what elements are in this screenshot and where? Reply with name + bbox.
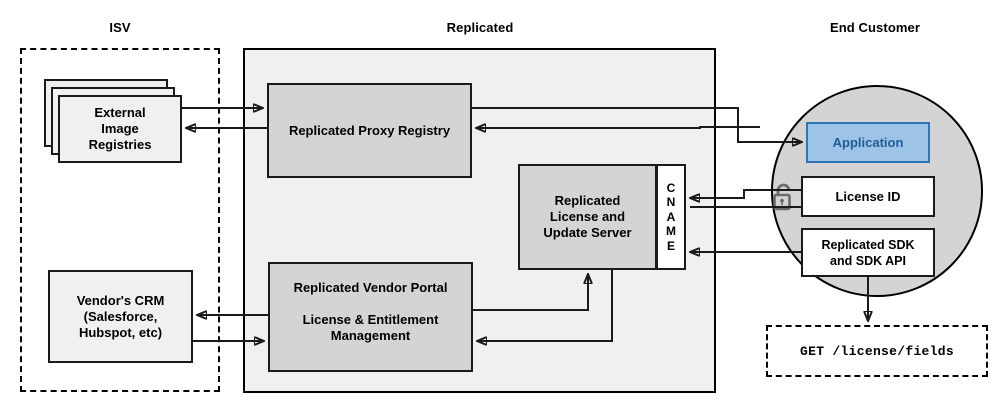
registries-line-1: External xyxy=(94,105,146,120)
cname-letter-n: N xyxy=(666,195,676,210)
cname-letter-c: C xyxy=(666,180,676,195)
license-server-line-3: Update Server xyxy=(543,225,632,240)
license-server-line-1: Replicated xyxy=(554,193,621,208)
replicated-proxy-registry[interactable]: Replicated Proxy Registry xyxy=(267,83,472,178)
application-box[interactable]: Application xyxy=(806,122,930,163)
registries-line-3: Registries xyxy=(88,137,152,152)
open-padlock-icon xyxy=(768,181,798,215)
vendors-crm[interactable]: Vendor's CRM (Salesforce, Hubspot, etc) xyxy=(48,270,193,363)
replicated-license-update-server[interactable]: Replicated License and Update Server xyxy=(518,164,657,270)
cname-letter-a: A xyxy=(666,209,676,224)
license-server-line-2: License and xyxy=(549,209,626,224)
header-replicated: Replicated xyxy=(446,20,514,35)
crm-line-2: (Salesforce, xyxy=(83,308,158,324)
crm-line-1: Vendor's CRM xyxy=(76,292,165,308)
replicated-sdk-box[interactable]: Replicated SDK and SDK API xyxy=(801,228,935,277)
vendor-portal-line-4: Management xyxy=(330,328,411,343)
vendor-portal-line-3: License & Entitlement xyxy=(302,312,439,327)
sdk-line-1: Replicated SDK xyxy=(821,237,915,252)
license-id-box[interactable]: License ID xyxy=(801,176,935,217)
header-end-customer: End Customer xyxy=(829,20,921,35)
cname-strip[interactable]: C N A M E xyxy=(656,164,686,270)
cname-letter-m: M xyxy=(666,224,676,239)
get-license-fields-box: GET /license/fields xyxy=(766,325,988,377)
crm-line-3: Hubspot, etc) xyxy=(78,324,163,340)
vendor-portal-title: Replicated Vendor Portal xyxy=(293,280,448,295)
isv-boundary xyxy=(20,48,220,392)
replicated-vendor-portal[interactable]: Replicated Vendor Portal License & Entit… xyxy=(268,262,473,372)
registries-line-2: Image xyxy=(101,121,139,136)
header-isv: ISV xyxy=(109,20,131,35)
external-image-registries[interactable]: External Image Registries xyxy=(58,95,182,163)
cname-letter-e: E xyxy=(666,238,675,253)
sdk-line-2: and SDK API xyxy=(830,253,906,268)
